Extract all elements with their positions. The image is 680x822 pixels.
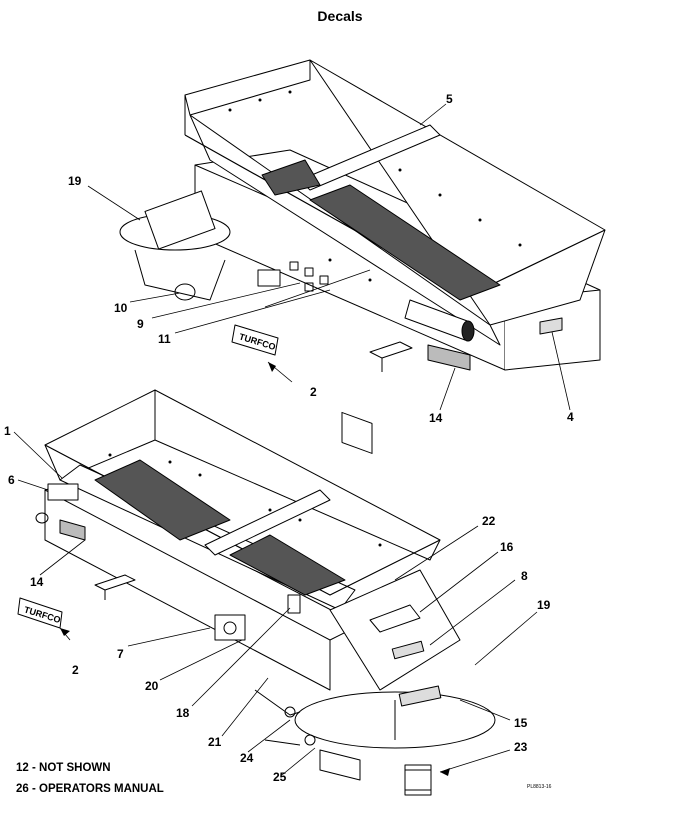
- callout-18: 18: [176, 706, 190, 720]
- callout-8: 8: [521, 569, 528, 583]
- callout-1: 1: [4, 424, 11, 438]
- callout-20: 20: [145, 679, 159, 693]
- turfco-decal-bottom: TURFCO: [17, 597, 63, 629]
- callout-14-top: 14: [429, 411, 443, 425]
- callout-2-bottom: 2: [72, 663, 79, 677]
- callout-23: 23: [514, 740, 528, 754]
- top-assembly-drawing: TURFCO: [119, 59, 606, 454]
- turfco-decal-top: TURFCO: [231, 324, 279, 356]
- hopper-screen-top: [261, 159, 501, 301]
- callout-9: 9: [137, 317, 144, 331]
- callout-24: 24: [240, 751, 254, 765]
- page-title: Decals: [317, 8, 363, 24]
- drawing-code: PL8813-16: [527, 784, 552, 790]
- callout-22: 22: [482, 514, 496, 528]
- callout-21: 21: [208, 735, 222, 749]
- callout-19-top: 19: [68, 174, 82, 188]
- note-operators-manual: 26 - OPERATORS MANUAL: [16, 783, 164, 795]
- callout-14-bottom: 14: [30, 575, 44, 589]
- callout-6: 6: [8, 473, 15, 487]
- callout-4: 4: [567, 410, 574, 424]
- note-not-shown: 12 - NOT SHOWN: [16, 762, 111, 774]
- callout-19-bottom: 19: [537, 598, 551, 612]
- callout-25: 25: [273, 770, 287, 784]
- callout-2-top: 2: [310, 385, 317, 399]
- callout-7: 7: [117, 647, 124, 661]
- callout-15: 15: [514, 716, 528, 730]
- leader-lines: [13, 103, 571, 776]
- bottom-assembly-drawing: TURFCO: [17, 389, 496, 796]
- callout-10: 10: [114, 301, 128, 315]
- callout-16: 16: [500, 540, 514, 554]
- callout-5: 5: [446, 92, 453, 106]
- hopper-screen-bottom: [94, 459, 346, 596]
- callout-11: 11: [158, 332, 171, 346]
- arrowheads: [60, 362, 450, 776]
